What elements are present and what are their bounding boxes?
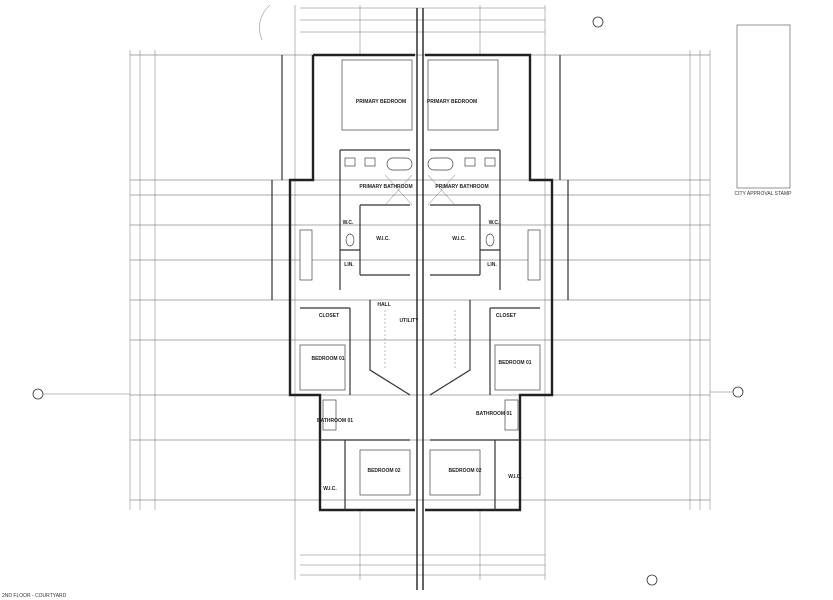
label-wic2-right: W.I.C. xyxy=(508,474,522,480)
label-lin-right: LIN. xyxy=(487,262,497,268)
label-wic-left: W.I.C. xyxy=(376,236,390,242)
label-lin-left: LIN. xyxy=(344,262,354,268)
label-primary-bedroom-left: PRIMARY BEDROOM xyxy=(356,99,406,105)
label-primary-bathroom-left: PRIMARY BATHROOM xyxy=(359,184,412,190)
label-utility: UTILITY xyxy=(400,318,420,324)
label-wic-right: W.I.C. xyxy=(452,236,466,242)
label-bathroom01-right: BATHROOM 01 xyxy=(476,411,512,417)
approval-stamp-label: CITY APPROVAL STAMP xyxy=(734,191,792,197)
room-labels: PRIMARY BEDROOM PRIMARY BEDROOM PRIMARY … xyxy=(311,99,531,492)
label-hall: HALL xyxy=(377,302,390,308)
exterior-walls xyxy=(271,8,569,590)
interior-walls xyxy=(300,149,540,510)
label-bedroom01-right: BEDROOM 01 xyxy=(498,360,531,366)
label-wc-left: W.C. xyxy=(343,220,354,226)
section-markers xyxy=(32,16,744,586)
sheet-title: 2ND FLOOR - COURTYARD xyxy=(2,593,67,599)
label-bedroom01-left: BEDROOM 01 xyxy=(311,356,344,362)
label-wic2-left: W.I.C. xyxy=(323,486,337,492)
approval-stamp-box xyxy=(736,24,791,189)
label-bedroom02-right: BEDROOM 02 xyxy=(448,468,481,474)
fixtures xyxy=(259,4,541,496)
grid-lines-horizontal xyxy=(130,54,710,501)
label-bathroom01-left: BATHROOM 01 xyxy=(317,418,353,424)
label-closet-right: CLOSET xyxy=(496,313,516,319)
label-wc-right: W.C. xyxy=(489,220,500,226)
dimension-lines xyxy=(129,5,711,580)
label-primary-bathroom-right: PRIMARY BATHROOM xyxy=(435,184,488,190)
label-primary-bedroom-right: PRIMARY BEDROOM xyxy=(427,99,477,105)
label-closet-left: CLOSET xyxy=(319,313,339,319)
label-bedroom02-left: BEDROOM 02 xyxy=(367,468,400,474)
